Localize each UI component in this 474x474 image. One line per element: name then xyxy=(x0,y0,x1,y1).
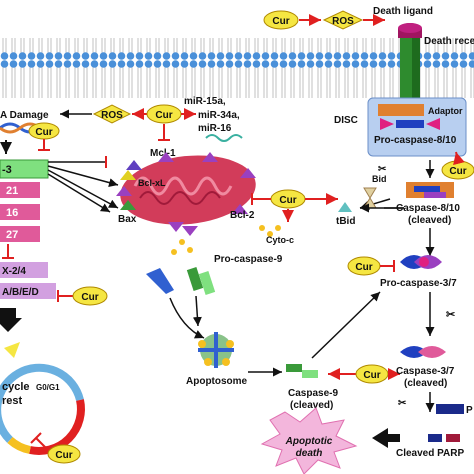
mirna-strand xyxy=(205,134,243,142)
caspase-3-7-cleaved-label: (cleaved) xyxy=(404,378,447,389)
arrow-to-death xyxy=(372,428,400,448)
scissors-icon-bid: ✂ xyxy=(378,164,387,175)
caspase-9-label: Caspase-9 xyxy=(288,388,338,399)
mitochondrion xyxy=(120,155,256,225)
apoptotic-label-2: death xyxy=(296,448,323,459)
cur-label-cycle: Cur xyxy=(55,450,72,461)
bcl-xl-label: Bcl-xL xyxy=(138,178,166,188)
caspase-3-7-shape xyxy=(400,346,446,358)
ros-label-top: ROS xyxy=(332,16,354,27)
ros-node-mid xyxy=(92,104,132,124)
cyto-c-label: Cyto-c xyxy=(266,235,294,245)
cleaved-parp-box-a xyxy=(428,434,442,442)
pro-caspase-3-7-shape xyxy=(400,255,442,269)
cyclin-box xyxy=(0,283,56,299)
cur-label-casp37: Cur xyxy=(355,262,372,273)
parp-label: P xyxy=(466,405,473,416)
mirna-line-3: miR-16 xyxy=(198,123,232,134)
cur-node-cdk xyxy=(72,286,108,306)
p27-box xyxy=(0,226,40,242)
apoptosome xyxy=(198,332,234,368)
ros-node-top xyxy=(322,10,364,30)
p53-label: -3 xyxy=(2,164,12,176)
caspase-8-10-label: Caspase-8/10 xyxy=(396,203,460,214)
pro-caspase-9-label: Pro-caspase-9 xyxy=(214,254,283,265)
mcl1-label: Mcl-1 xyxy=(150,148,176,159)
cdk-label: X-2/4 xyxy=(2,266,26,277)
cur-label-bcl2: Cur xyxy=(279,195,296,206)
caspase-3-7-label: Caspase-3/7 xyxy=(396,366,455,377)
death-receptor-label: Death receptor xyxy=(424,36,474,47)
caspase-8-10-cleaved-label: (cleaved) xyxy=(408,215,451,226)
parp-box xyxy=(436,404,464,414)
caspase-9-cleaved-label: (cleaved) xyxy=(290,400,333,411)
pro-caspase-8-10-label: Pro-caspase-8/10 xyxy=(374,135,457,146)
p21-box xyxy=(0,182,40,198)
p27-label: 27 xyxy=(6,229,18,241)
apoptotic-label-1: Apoptotic xyxy=(285,436,333,447)
p53-box xyxy=(0,159,49,179)
cell-cycle-phase: G0/G1 xyxy=(36,383,60,392)
cur-node-top xyxy=(263,10,299,30)
cell-membrane xyxy=(0,38,474,98)
scissors-icon-parp: ✂ xyxy=(398,398,407,409)
disc-label: DISC xyxy=(334,115,358,126)
cur-label-dna: Cur xyxy=(35,127,52,138)
dna-damage-label: A Damage xyxy=(0,110,49,121)
arrest-label: rest xyxy=(2,395,23,407)
pro-caspase-3-7-label: Pro-caspase-3/7 xyxy=(380,278,457,289)
mirna-line-1: miR-15a, xyxy=(184,96,226,107)
apaf1-shape xyxy=(146,268,174,294)
cur-label-cdk: Cur xyxy=(81,292,98,303)
death-ligand-label: Death ligand xyxy=(373,6,433,17)
death-receptor xyxy=(398,23,422,116)
cur-label-mid: Cur xyxy=(155,110,172,121)
p21-label: 21 xyxy=(6,185,18,197)
bax-label: Bax xyxy=(118,214,137,225)
cur-label-casp9: Cur xyxy=(363,370,380,381)
apoptotic-death-burst xyxy=(260,407,358,474)
p16-label: 16 xyxy=(6,207,18,219)
down-arrow-black xyxy=(0,308,22,332)
cell-cycle xyxy=(0,342,85,455)
cur-node-cycle xyxy=(47,444,81,464)
pro-caspase-9-shape xyxy=(186,266,216,296)
bcl-2-label: Bcl-2 xyxy=(230,210,255,221)
cur-label-casp8: Cur xyxy=(449,166,466,177)
adaptor-label: Adaptor xyxy=(428,106,463,116)
p16-box xyxy=(0,204,40,220)
caspase-9-shape xyxy=(286,364,318,378)
mirna-line-2: miR-34a, xyxy=(198,110,240,121)
cdk-box xyxy=(0,262,48,278)
cleaved-parp-label: Cleaved PARP xyxy=(396,448,465,459)
cur-label-top: Cur xyxy=(272,16,289,27)
cleaved-parp-box-b xyxy=(446,434,460,442)
cell-cycle-label: cycle xyxy=(2,381,30,393)
tbid-label: tBid xyxy=(336,216,355,227)
cyclin-label: A/B/E/D xyxy=(2,287,39,298)
apoptosome-label: Apoptosome xyxy=(186,376,248,387)
scissors-icon-casp37: ✂ xyxy=(446,309,455,321)
bid-label: Bid xyxy=(372,174,387,184)
ros-label-mid: ROS xyxy=(101,110,123,121)
